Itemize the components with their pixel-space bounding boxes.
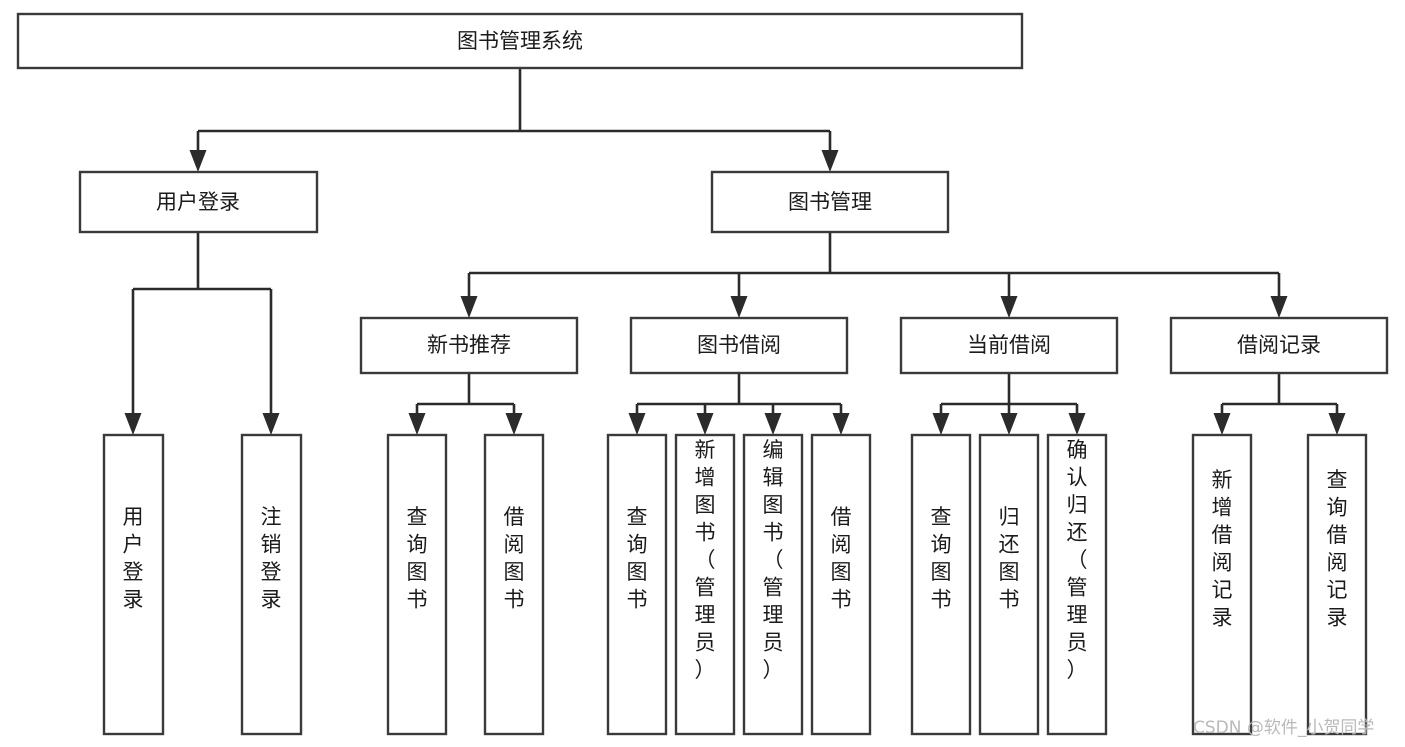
node-current-borrow-label: 当前借阅 (967, 333, 1051, 357)
node-leaf-query-book-2-label: 查询图书 (627, 505, 648, 612)
node-root-box (16, 12, 1024, 70)
node-leaf-add-book[interactable]: 新增图书（管理员） (674, 433, 736, 736)
node-borrow-record[interactable]: 借阅记录 (1169, 316, 1389, 375)
arrow-to-leaf-user-login (124, 413, 142, 435)
arrow-to-leaf-add-record (1213, 413, 1231, 435)
node-leaf-return-book-label: 归还图书 (999, 505, 1020, 612)
node-current-borrow[interactable]: 当前借阅 (899, 316, 1119, 375)
node-leaf-return-book[interactable]: 归还图书 (978, 433, 1040, 736)
node-leaf-query-book-1-box (386, 433, 448, 736)
watermark-label: CSDN @软件_小贺同学 (1193, 718, 1374, 738)
node-leaf-query-book-3[interactable]: 查询图书 (910, 433, 972, 736)
node-leaf-edit-book-box (742, 433, 804, 736)
arrow-to-leaf-query-book-2 (628, 413, 646, 435)
node-leaf-query-book-3-label: 查询图书 (931, 505, 952, 612)
node-leaf-add-record-label: 新增借阅记录 (1212, 468, 1233, 630)
node-user-login[interactable]: 用户登录 (78, 170, 319, 234)
node-leaf-query-book-2[interactable]: 查询图书 (606, 433, 668, 736)
node-book-manage[interactable]: 图书管理 (710, 170, 950, 234)
arrow-to-leaf-confirm-return (1068, 413, 1086, 435)
node-book-borrow[interactable]: 图书借阅 (629, 316, 849, 375)
node-user-login-box (78, 170, 319, 234)
node-leaf-confirm-return[interactable]: 确认归还（管理员） (1046, 433, 1108, 736)
connector-layer (124, 68, 1346, 435)
arrow-to-borrow-record (1270, 296, 1288, 318)
node-leaf-borrow-book-2[interactable]: 借阅图书 (810, 433, 872, 736)
node-book-borrow-label: 图书借阅 (697, 333, 781, 357)
node-leaf-logout[interactable]: 注销登录 (240, 433, 303, 736)
node-leaf-borrow-book-2-box (810, 433, 872, 736)
node-leaf-query-book-1-label: 查询图书 (407, 505, 428, 612)
arrow-to-leaf-query-record (1328, 413, 1346, 435)
arrow-to-leaf-return-book (1000, 413, 1018, 435)
node-user-login-label: 用户登录 (156, 190, 240, 214)
node-borrow-record-label: 借阅记录 (1237, 333, 1321, 357)
node-leaf-user-login[interactable]: 用户登录 (102, 433, 165, 736)
arrow-root-to-book-manage (821, 150, 839, 172)
node-leaf-confirm-return-label: 确认归还（管理员） (1067, 438, 1088, 682)
node-leaf-add-book-label: 新增图书（管理员） (695, 438, 716, 682)
node-leaf-edit-book[interactable]: 编辑图书（管理员） (742, 433, 804, 736)
node-leaf-borrow-book-2-label: 借阅图书 (831, 505, 852, 612)
node-new-book-recommend-box (359, 316, 579, 375)
node-leaf-user-login-box (102, 433, 165, 736)
node-leaf-return-book-box (978, 433, 1040, 736)
arrow-to-leaf-add-book (696, 413, 714, 435)
node-current-borrow-box (899, 316, 1119, 375)
node-leaf-query-record[interactable]: 查询借阅记录 (1306, 433, 1368, 736)
arrow-to-leaf-query-book-1 (408, 413, 426, 435)
arrow-to-leaf-edit-book (764, 413, 782, 435)
node-leaf-logout-box (240, 433, 303, 736)
arrow-to-leaf-borrow-book-1 (505, 413, 523, 435)
node-leaf-edit-book-label: 编辑图书（管理员） (763, 438, 784, 682)
node-book-manage-label: 图书管理 (788, 190, 872, 214)
node-leaf-add-book-box (674, 433, 736, 736)
node-leaf-query-book-3-box (910, 433, 972, 736)
arrow-to-leaf-borrow-book-2 (832, 413, 850, 435)
arrow-root-to-user-login (189, 150, 207, 172)
node-leaf-borrow-book-1-label: 借阅图书 (504, 505, 525, 612)
node-new-book-recommend[interactable]: 新书推荐 (359, 316, 579, 375)
node-book-borrow-box (629, 316, 849, 375)
node-leaf-borrow-book-1[interactable]: 借阅图书 (483, 433, 545, 736)
arrow-to-current-borrow (1000, 296, 1018, 318)
node-leaf-query-record-label: 查询借阅记录 (1327, 468, 1348, 630)
arrow-to-new-book-recommend (460, 296, 478, 318)
node-leaf-user-login-label: 用户登录 (123, 505, 144, 612)
arrow-to-leaf-logout (262, 413, 280, 435)
node-leaf-confirm-return-box (1046, 433, 1108, 736)
node-leaf-add-record-box (1191, 433, 1253, 736)
node-root-label: 图书管理系统 (457, 29, 583, 53)
arrow-to-book-borrow (730, 296, 748, 318)
node-borrow-record-box (1169, 316, 1389, 375)
node-leaf-logout-label: 注销登录 (261, 505, 282, 612)
node-new-book-recommend-label: 新书推荐 (427, 333, 511, 357)
node-leaf-query-book-1[interactable]: 查询图书 (386, 433, 448, 736)
node-leaf-query-record-box (1306, 433, 1368, 736)
node-root[interactable]: 图书管理系统 (16, 12, 1024, 70)
node-book-manage-box (710, 170, 950, 234)
node-leaf-query-book-2-box (606, 433, 668, 736)
node-leaf-borrow-book-1-box (483, 433, 545, 736)
arrow-to-leaf-query-book-3 (932, 413, 950, 435)
node-leaf-add-record[interactable]: 新增借阅记录 (1191, 433, 1253, 736)
